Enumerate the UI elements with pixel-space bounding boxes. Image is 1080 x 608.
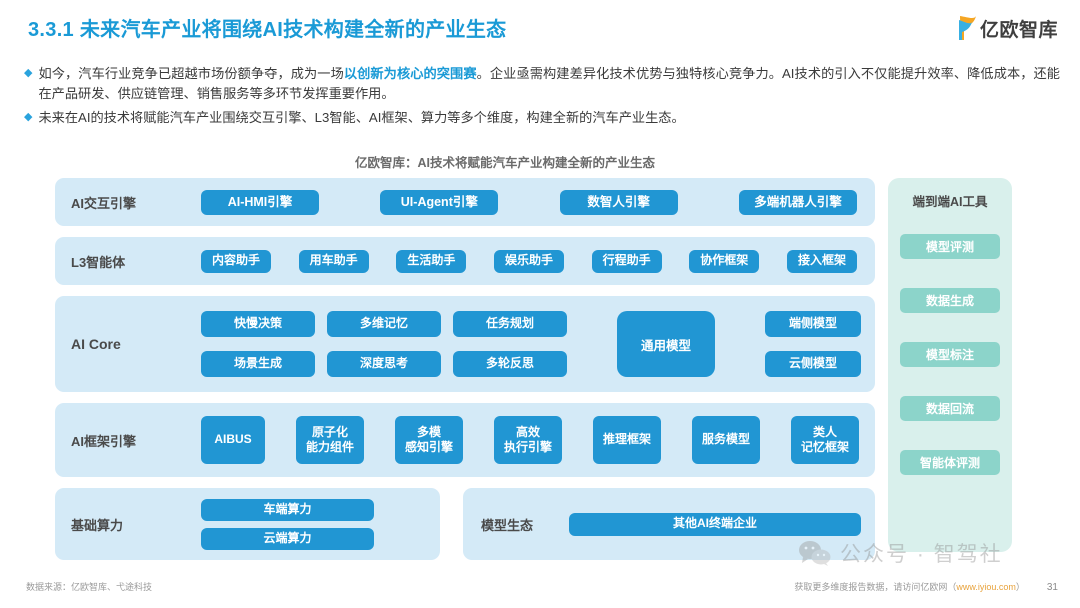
list-item: ◆ 如今，汽车行业竞争已超越市场份额争夺，成为一场以创新为核心的突围赛。企业亟需… — [24, 64, 1060, 104]
chip-other-ai-terminal-enterprises[interactable]: 其他AI终端企业 — [569, 512, 861, 536]
chip-aibus[interactable]: AIBUS — [201, 416, 265, 464]
bullet-text: 如今，汽车行业竞争已超越市场份额争夺，成为一场以创新为核心的突围赛。企业亟需构建… — [38, 66, 1060, 101]
chip-entertainment-assistant[interactable]: 娱乐助手 — [493, 249, 564, 273]
tool-chip-data-generation[interactable]: 数据生成 — [900, 288, 1000, 313]
list-item: ◆ 未来在AI的技术将赋能汽车产业围绕交互引擎、L3智能、AI框架、算力等多个维… — [24, 108, 1060, 128]
chip-scene-generation[interactable]: 场景生成 — [201, 351, 315, 377]
core-side-models: 端侧模型 云侧模型 — [765, 311, 861, 377]
tools-panel-title: 端到端AI工具 — [912, 195, 988, 209]
yiou-leaf-logo-icon — [957, 14, 977, 42]
page-number: 31 — [1046, 582, 1058, 593]
chip-trip-assistant[interactable]: 行程助手 — [591, 249, 662, 273]
layer-label: 模型生态 — [481, 517, 534, 533]
architecture-diagram: AI交互引擎 AI-HMI引擎 UI-Agent引擎 数智人引擎 多端机器人引擎… — [55, 178, 875, 560]
chip-inference-framework[interactable]: 推理框架 — [592, 416, 661, 464]
layer-label: L3智能体 — [71, 254, 126, 270]
layer-ai-core: AI Core 快慢决策 场景生成 多维记忆 深度思考 任务规划 多轮反思 — [55, 296, 875, 392]
chip-multi-dim-memory[interactable]: 多维记忆 — [327, 311, 441, 337]
layer-label: 基础算力 — [71, 517, 124, 533]
footer-link[interactable]: www.iyiou.com — [956, 582, 1016, 592]
chip-multi-robot[interactable]: 多端机器人引擎 — [738, 189, 857, 215]
chip-edge-model[interactable]: 端侧模型 — [765, 311, 861, 337]
bullet-highlight: 以创新为核心的突围赛 — [343, 66, 477, 81]
chip-digital-human[interactable]: 数智人引擎 — [559, 189, 678, 215]
layer-label: AI框架引擎 — [71, 433, 137, 449]
footer-divider — [0, 572, 1080, 573]
tool-chip-data-reflow[interactable]: 数据回流 — [900, 396, 1000, 421]
layer-ai-framework-engine: AI框架引擎 AIBUS 原子化能力组件 多模感知引擎 高效执行引擎 推理框架 … — [55, 403, 875, 477]
chip-multi-round-reflection[interactable]: 多轮反思 — [453, 351, 567, 377]
bottom-row: 基础算力 车端算力 云端算力 模型生态 其他AI终端企业 — [55, 488, 875, 560]
chip-content-assistant[interactable]: 内容助手 — [201, 249, 272, 273]
chip-access-framework[interactable]: 接入框架 — [786, 249, 857, 273]
chip-general-model[interactable]: 通用模型 — [617, 311, 715, 377]
core-chip-grid: 快慢决策 场景生成 多维记忆 深度思考 任务规划 多轮反思 — [201, 311, 567, 377]
footer-right: 获取更多维度报告数据，请访问亿欧网（www.iyiou.com） 31 — [794, 580, 1058, 593]
end-to-end-ai-tools-panel: 端到端AI工具 模型评测 数据生成 模型标注 数据回流 智能体评测 — [888, 178, 1012, 552]
chip-humanlike-memory[interactable]: 类人记忆框架 — [790, 416, 859, 464]
chip-efficient-execution[interactable]: 高效执行引擎 — [493, 416, 562, 464]
chip-fast-slow-decision[interactable]: 快慢决策 — [201, 311, 315, 337]
layer-ai-interaction-engine: AI交互引擎 AI-HMI引擎 UI-Agent引擎 数智人引擎 多端机器人引擎 — [55, 178, 875, 226]
chip-deep-thinking[interactable]: 深度思考 — [327, 351, 441, 377]
chart-title: 亿欧智库：AI技术将赋能汽车产业构建全新的产业生态 — [354, 156, 655, 170]
diamond-bullet-icon: ◆ — [24, 67, 33, 79]
layer-label: AI交互引擎 — [71, 195, 137, 211]
core-column: 多维记忆 深度思考 — [327, 311, 441, 377]
chip-vehicle-compute[interactable]: 车端算力 — [201, 498, 374, 521]
layer-l3-agent: L3智能体 内容助手 用车助手 生活助手 娱乐助手 行程助手 协作框架 接入框架 — [55, 237, 875, 285]
core-column: 快慢决策 场景生成 — [201, 311, 315, 377]
brand-name: 亿欧智库 — [979, 19, 1058, 41]
chip-ui-agent[interactable]: UI-Agent引擎 — [380, 189, 499, 215]
footer-source: 数据来源：亿欧智库、弋途科技 — [26, 582, 153, 592]
chip-car-assistant[interactable]: 用车助手 — [298, 249, 369, 273]
tool-chip-agent-evaluation[interactable]: 智能体评测 — [900, 450, 1000, 475]
chip-atomic-capability[interactable]: 原子化能力组件 — [295, 416, 364, 464]
footer-note: 获取更多维度报告数据，请访问亿欧网（www.iyiou.com） — [794, 582, 1025, 592]
layer-label: AI Core — [71, 336, 121, 352]
chip-ai-hmi[interactable]: AI-HMI引擎 — [201, 189, 319, 215]
chip-life-assistant[interactable]: 生活助手 — [396, 249, 467, 273]
bullet-text: 未来在AI的技术将赋能汽车产业围绕交互引擎、L3智能、AI框架、算力等多个维度，… — [38, 110, 685, 125]
brand-logo: 亿欧智库 — [957, 14, 1058, 42]
layer-model-ecosystem: 模型生态 其他AI终端企业 — [463, 488, 875, 560]
tool-chip-model-annotation[interactable]: 模型标注 — [900, 342, 1000, 367]
bullet-list: ◆ 如今，汽车行业竞争已超越市场份额争夺，成为一场以创新为核心的突围赛。企业亟需… — [24, 64, 1060, 132]
chip-cloud-compute[interactable]: 云端算力 — [201, 527, 374, 550]
diamond-bullet-icon: ◆ — [24, 111, 33, 123]
tool-chip-model-evaluation[interactable]: 模型评测 — [900, 234, 1000, 259]
core-column: 任务规划 多轮反思 — [453, 311, 567, 377]
chip-service-model[interactable]: 服务模型 — [691, 416, 760, 464]
chip-cloud-model[interactable]: 云侧模型 — [765, 351, 861, 377]
chip-multimodal-perception[interactable]: 多模感知引擎 — [394, 416, 463, 464]
page-title: 3.3.1 未来汽车产业将围绕AI技术构建全新的产业生态 — [28, 19, 507, 41]
chip-task-planning[interactable]: 任务规划 — [453, 311, 567, 337]
chip-collab-framework[interactable]: 协作框架 — [689, 249, 760, 273]
layer-base-compute: 基础算力 车端算力 云端算力 — [55, 488, 440, 560]
